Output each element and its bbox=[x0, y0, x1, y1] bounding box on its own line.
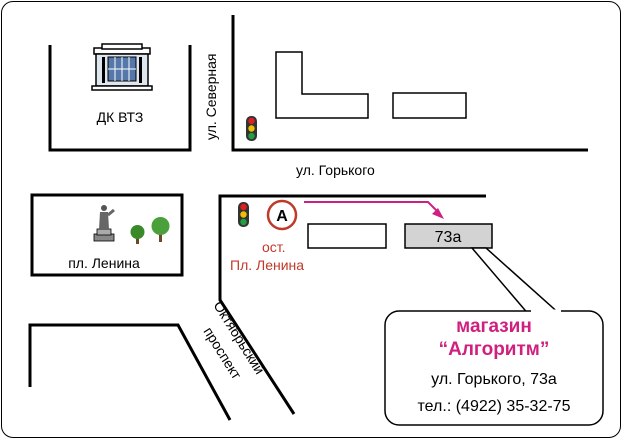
label-stop-line1: ост. bbox=[262, 239, 286, 255]
callout-box bbox=[384, 310, 604, 426]
street-edge-oktyabrsky-left bbox=[28, 323, 232, 421]
callout-address: ул. Горького, 73а bbox=[431, 371, 557, 388]
block-dk-vtz bbox=[48, 45, 192, 152]
block-pl-lenina bbox=[30, 193, 184, 277]
building-rect-upper bbox=[392, 92, 467, 119]
route-arrow bbox=[304, 201, 439, 213]
bus-stop-icon bbox=[266, 199, 298, 231]
label-house-number: 73а bbox=[435, 229, 462, 246]
bus-stop-letter: А bbox=[276, 208, 288, 225]
traffic-light-icon bbox=[246, 116, 257, 141]
street-edge-severnaya-gorkogo bbox=[231, 15, 588, 152]
traffic-light-icon bbox=[238, 202, 249, 227]
label-street-gorkogo: ул. Горького bbox=[296, 162, 375, 178]
tree-icon bbox=[130, 217, 170, 244]
building-icon bbox=[91, 43, 153, 91]
label-pl-lenina: пл. Ленина bbox=[68, 255, 140, 271]
statue-icon bbox=[93, 205, 115, 242]
callout-phone: тел.: (4922) 35-32-75 bbox=[418, 398, 571, 415]
label-stop-line2: Пл. Ленина bbox=[230, 257, 304, 273]
callout-pointer bbox=[470, 247, 564, 317]
callout-line1: магазин bbox=[456, 316, 532, 337]
route-arrow-head bbox=[432, 208, 444, 219]
building-l-shape bbox=[275, 51, 369, 119]
street-edge-gorkogo-oktyabrsky bbox=[218, 194, 486, 415]
label-street-severnaya: ул. Северная bbox=[203, 54, 219, 141]
label-dk-vtz: ДК ВТЗ bbox=[97, 109, 144, 125]
target-building-73a bbox=[404, 223, 493, 249]
callout-line2: “Алгоритм” bbox=[439, 339, 550, 360]
building-rect-lower bbox=[307, 223, 387, 249]
